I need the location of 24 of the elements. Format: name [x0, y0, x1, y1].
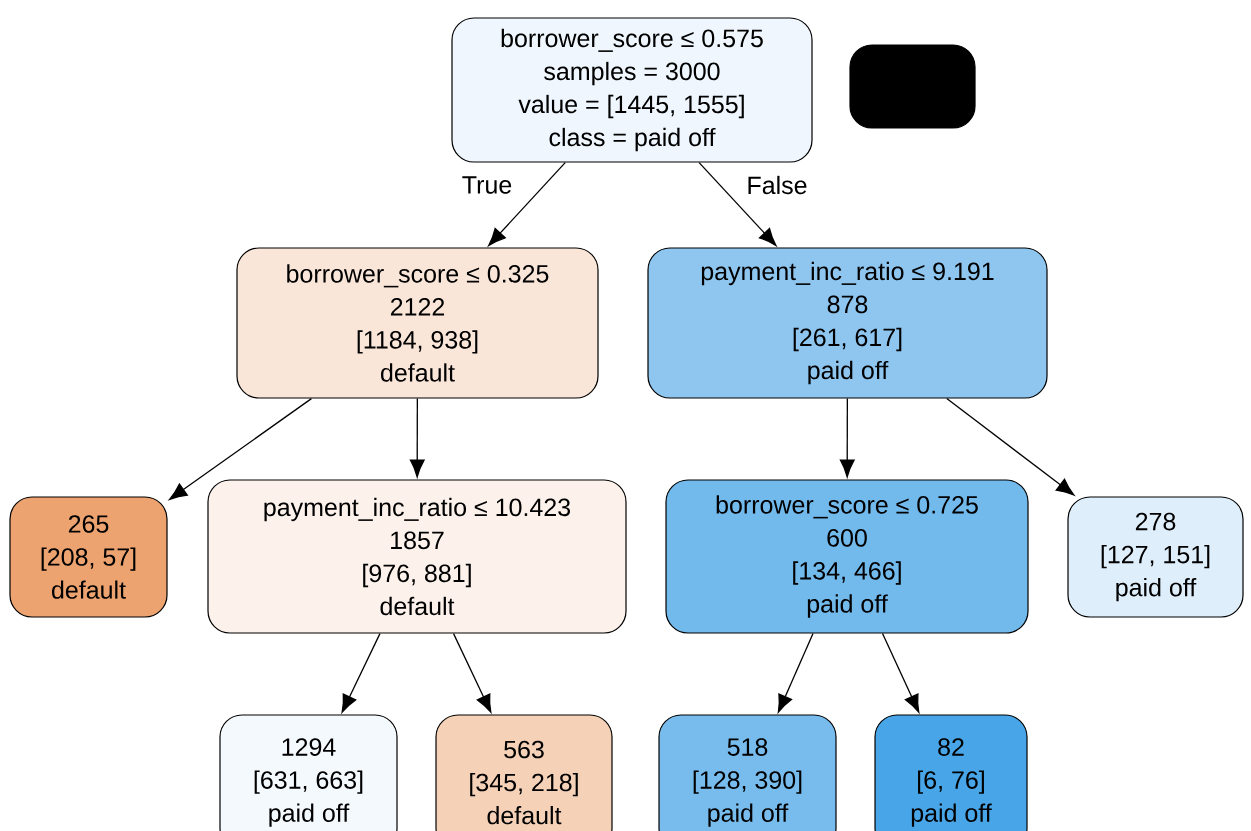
leaf-box: 563 [345, 218] default [435, 714, 613, 831]
arrow [169, 397, 313, 500]
decision-box: borrower_score ≤ 0.575 samples = 3000 value = [1445, 1555] class = paid off [451, 17, 813, 163]
leaf-box: 1294 [631, 663] paid off [219, 714, 398, 831]
arrow [839, 397, 855, 478]
edge-label: False [745, 174, 809, 196]
leaf-box: 82 [6, 76] paid off [874, 714, 1028, 831]
arrow [777, 632, 814, 713]
leaf-box: 265 [208, 57] default [9, 496, 168, 618]
arrow [409, 397, 425, 478]
arrow [946, 397, 1075, 496]
decision-box: payment_inc_ratio ≤ 10.423 1857 [976, 881] default [207, 479, 627, 634]
edge-label: True [460, 175, 514, 195]
decision-box: borrower_score ≤ 0.725 600 [134, 466] paid off [665, 479, 1029, 634]
leaf-box: 518 [128, 390] paid off [658, 714, 837, 831]
arrow [488, 161, 566, 247]
leaf-box: 278 [127, 151] paid off [1067, 496, 1244, 618]
arrow [452, 632, 492, 713]
decision-box: payment_inc_ratio ≤ 9.191 878 [261, 617] paid off [647, 247, 1048, 399]
arrow [881, 632, 920, 713]
decision-box: borrower_score ≤ 0.325 2122 [1184, 938] default [236, 247, 599, 399]
arrow [698, 161, 777, 247]
arrow [341, 632, 381, 713]
blank-box [849, 44, 976, 129]
